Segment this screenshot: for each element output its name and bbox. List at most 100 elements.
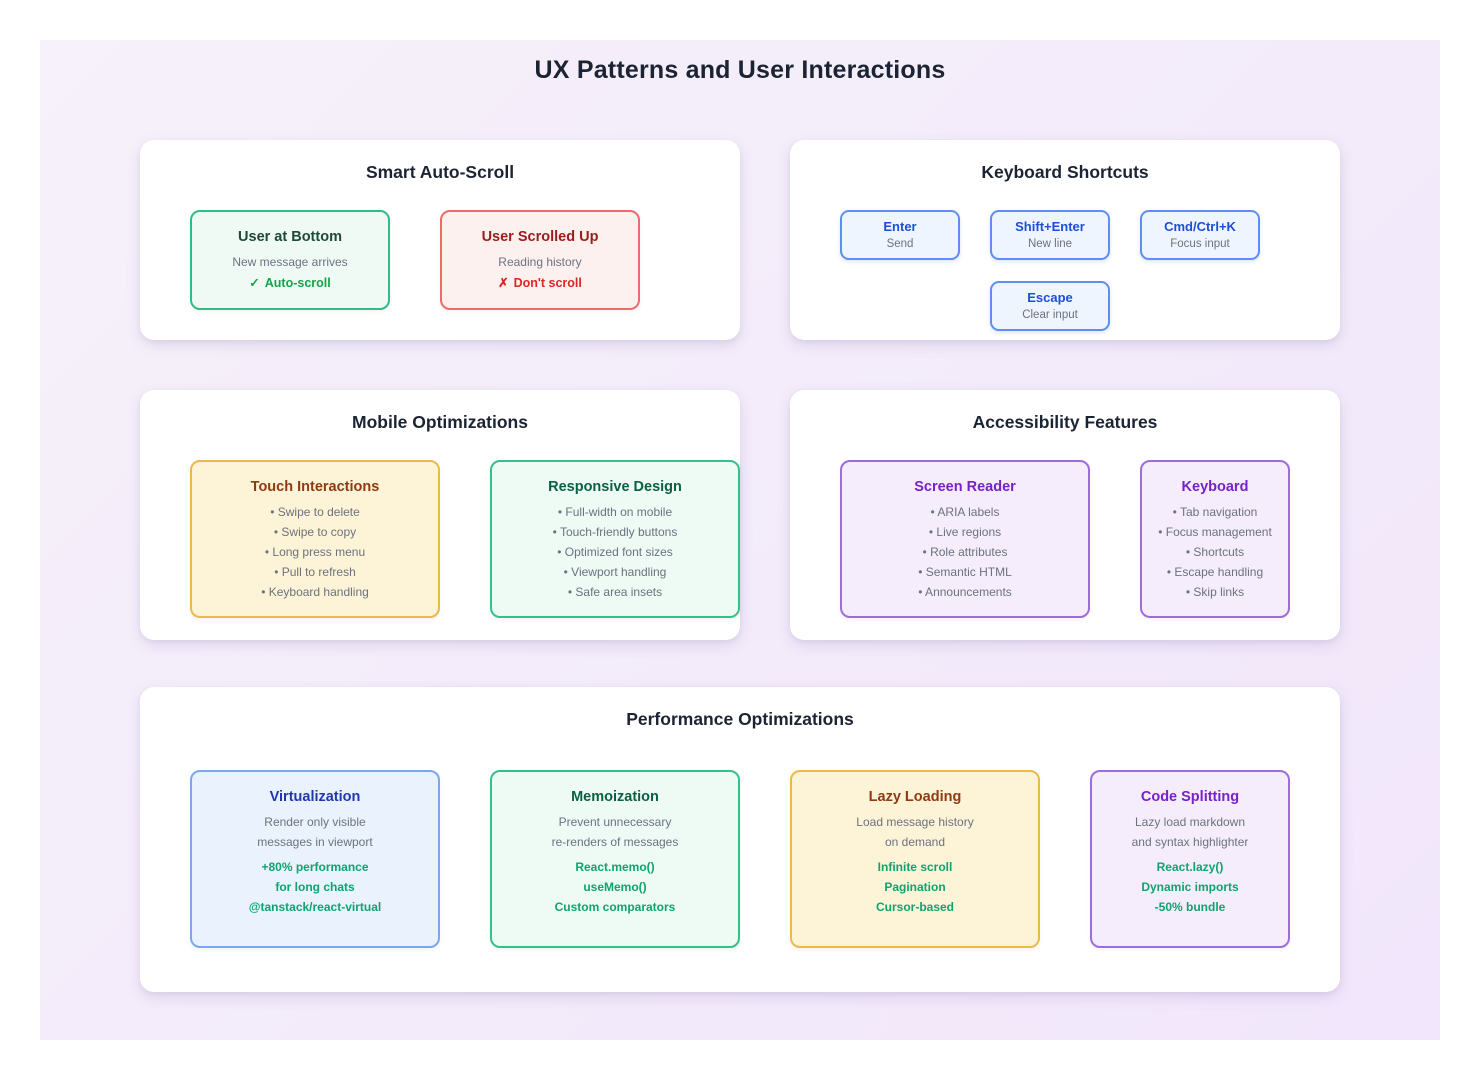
card-description: New message arrives: [232, 255, 348, 269]
list-item: • Viewport handling: [563, 565, 667, 579]
key-name: Shift+Enter: [1015, 219, 1085, 234]
card-action: ✗ Don't scroll: [442, 273, 638, 293]
highlight-line: Pagination: [884, 880, 946, 894]
feature-list: • Full-width on mobile • Touch-friendly …: [492, 502, 738, 602]
card-highlights: Infinite scroll Pagination Cursor-based: [792, 857, 1038, 917]
description-line: Load message history: [856, 815, 974, 829]
list-item: • Escape handling: [1166, 565, 1264, 579]
list-item: • Optimized font sizes: [557, 545, 673, 559]
list-item: • Safe area insets: [567, 585, 663, 599]
list-item: • Pull to refresh: [274, 565, 356, 579]
description-line: Prevent unnecessary: [558, 815, 672, 829]
card-description: Prevent unnecessary re-renders of messag…: [492, 812, 738, 852]
card-screen-reader: Screen Reader • ARIA labels • Live regio…: [840, 460, 1090, 618]
key-name: Enter: [883, 219, 917, 234]
card-action: ✓ Auto-scroll: [192, 273, 388, 293]
key-name: Cmd/Ctrl+K: [1164, 219, 1236, 234]
list-item: • Long press menu: [264, 545, 366, 559]
card-keyboard: Keyboard • Tab navigation • Focus manage…: [1140, 460, 1290, 618]
card-action-label: Auto-scroll: [264, 276, 331, 290]
feature-list: • ARIA labels • Live regions • Role attr…: [842, 502, 1088, 602]
card-action-label: Don't scroll: [513, 276, 582, 290]
description-line: on demand: [884, 835, 946, 849]
card-user-scrolled-up: User Scrolled Up Reading history ✗ Don't …: [440, 210, 640, 310]
panel-title-accessibility-features: Accessibility Features: [972, 412, 1158, 432]
list-item: • Semantic HTML: [918, 565, 1012, 579]
panel-keyboard-shortcuts: Keyboard Shortcuts Enter Send Shift+Ente…: [790, 140, 1340, 340]
card-title: Screen Reader: [914, 479, 1016, 495]
feature-list: • Tab navigation • Focus management • Sh…: [1142, 502, 1288, 602]
card-title: Keyboard: [1181, 479, 1249, 495]
card-description: Lazy load markdown and syntax highlighte…: [1092, 812, 1288, 852]
description-line: Render only visible: [264, 815, 366, 829]
card-title: Memoization: [571, 789, 659, 805]
list-item: • Announcements: [918, 585, 1012, 599]
list-item: • ARIA labels: [930, 505, 1000, 519]
card-title: User at Bottom: [238, 229, 342, 245]
highlight-line: useMemo(): [583, 880, 647, 894]
check-icon: ✓: [249, 276, 260, 290]
card-highlights: React.lazy() Dynamic imports -50% bundle: [1092, 857, 1288, 917]
card-title: Code Splitting: [1140, 789, 1240, 805]
card-highlights: React.memo() useMemo() Custom comparator…: [492, 857, 738, 917]
card-virtualization: Virtualization Render only visible messa…: [190, 770, 440, 948]
card-description: Render only visible messages in viewport: [192, 812, 438, 852]
key-name: Escape: [1027, 290, 1073, 305]
highlight-line: Custom comparators: [554, 900, 676, 914]
panel-mobile-optimizations: Mobile Optimizations Touch Interactions …: [140, 390, 740, 640]
card-responsive-design: Responsive Design • Full-width on mobile…: [490, 460, 740, 618]
description-line: re-renders of messages: [551, 835, 679, 849]
list-item: • Live regions: [928, 525, 1002, 539]
key-card-cmd-ctrl-k: Cmd/Ctrl+K Focus input: [1140, 210, 1260, 260]
list-item: • Full-width on mobile: [557, 505, 673, 519]
highlight-line: +80% performance: [261, 860, 369, 874]
description-line: messages in viewport: [257, 835, 373, 849]
feature-list: • Swipe to delete • Swipe to copy • Long…: [192, 502, 438, 602]
highlight-line: -50% bundle: [1154, 900, 1226, 914]
list-item: • Role attributes: [922, 545, 1008, 559]
key-card-shift-enter: Shift+Enter New line: [990, 210, 1110, 260]
diagram-canvas: UX Patterns and User Interactions Smart …: [40, 40, 1440, 1040]
key-card-escape: Escape Clear input: [990, 281, 1110, 331]
panel-title-keyboard-shortcuts: Keyboard Shortcuts: [981, 162, 1149, 182]
panel-title-smart-auto-scroll: Smart Auto-Scroll: [365, 162, 515, 182]
card-user-at-bottom: User at Bottom New message arrives ✓ Auto…: [190, 210, 390, 310]
card-description: Reading history: [498, 255, 582, 269]
highlight-line: Dynamic imports: [1141, 880, 1239, 894]
list-item: • Swipe to delete: [270, 505, 360, 519]
card-description: Load message history on demand: [792, 812, 1038, 852]
card-title: Virtualization: [269, 789, 361, 805]
highlight-line: Infinite scroll: [877, 860, 953, 874]
highlight-line: React.memo(): [575, 860, 655, 874]
list-item: • Touch-friendly buttons: [552, 525, 678, 539]
panel-title-mobile-optimizations: Mobile Optimizations: [352, 412, 528, 432]
highlight-line: @tanstack/react-virtual: [248, 900, 382, 914]
highlight-line: for long chats: [275, 880, 355, 894]
card-memoization: Memoization Prevent unnecessary re-rende…: [490, 770, 740, 948]
list-item: • Focus management: [1158, 525, 1272, 539]
list-item: • Tab navigation: [1172, 505, 1258, 519]
card-title: Touch Interactions: [250, 479, 380, 495]
panel-title-performance-optimizations: Performance Optimizations: [626, 709, 854, 729]
key-card-enter: Enter Send: [840, 210, 960, 260]
cross-icon: ✗: [498, 276, 509, 290]
card-title: User Scrolled Up: [481, 229, 599, 245]
card-highlights: +80% performance for long chats @tanstac…: [192, 857, 438, 917]
list-item: • Swipe to copy: [273, 525, 357, 539]
card-lazy-loading: Lazy Loading Load message history on dem…: [790, 770, 1040, 948]
panel-accessibility-features: Accessibility Features Screen Reader • A…: [790, 390, 1340, 640]
card-title: Responsive Design: [548, 479, 682, 495]
list-item: • Skip links: [1185, 585, 1245, 599]
key-action: New line: [1027, 238, 1073, 250]
highlight-line: React.lazy(): [1156, 860, 1224, 874]
panel-smart-auto-scroll: Smart Auto-Scroll User at Bottom New mes…: [140, 140, 740, 340]
card-code-splitting: Code Splitting Lazy load markdown and sy…: [1090, 770, 1290, 948]
panel-performance-optimizations: Performance Optimizations Virtualization…: [140, 687, 1340, 992]
card-touch-interactions: Touch Interactions • Swipe to delete • S…: [190, 460, 440, 618]
highlight-line: Cursor-based: [875, 900, 955, 914]
list-item: • Shortcuts: [1185, 545, 1245, 559]
description-line: Lazy load markdown: [1134, 815, 1246, 829]
list-item: • Keyboard handling: [261, 585, 369, 599]
description-line: and syntax highlighter: [1131, 835, 1249, 849]
card-title: Lazy Loading: [868, 789, 962, 805]
